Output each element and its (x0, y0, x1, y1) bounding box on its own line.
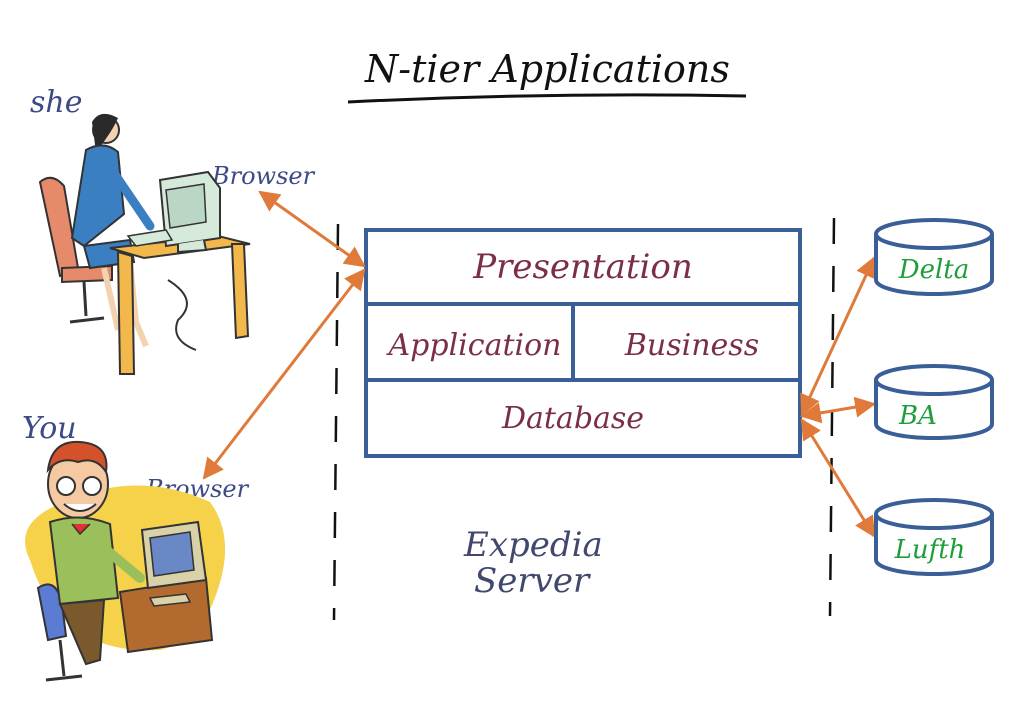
server-name-line2: Server (474, 561, 591, 601)
db-label-delta: Delta (898, 255, 970, 285)
arrow-you-browser-presentation (202, 268, 366, 480)
server-name-line1: Expedia (463, 525, 603, 565)
woman-at-computer-illustration (38, 113, 251, 375)
browser-label-she: Browser (211, 162, 316, 190)
arrow-database-delta (800, 256, 876, 416)
business-layer-label: Business (624, 328, 759, 363)
server-boundary-right (828, 217, 836, 617)
man-at-computer-illustration (25, 440, 226, 682)
user-label-you: You (22, 411, 77, 446)
db-cylinder-delta: Delta (874, 218, 994, 296)
db-label-ba: BA (898, 401, 937, 431)
user-label-she: she (30, 85, 82, 120)
tier-stack: Presentation Application Business Databa… (364, 228, 802, 458)
application-layer-label: Application (386, 328, 562, 363)
tier-stack-outline (364, 228, 802, 458)
presentation-layer-label: Presentation (472, 247, 693, 287)
arrow-database-lufth (800, 418, 876, 538)
arrow-she-browser-presentation (258, 190, 366, 268)
db-cylinder-ba: BA (874, 364, 994, 440)
arrow-database-ba (799, 396, 877, 424)
title-underline (347, 93, 747, 104)
db-label-lufth: Lufth (894, 535, 966, 565)
database-layer-label: Database (501, 401, 644, 436)
diagram-title: N-tier Applications (364, 47, 730, 91)
db-cylinder-lufth: Lufth (874, 498, 994, 576)
server-boundary-left (332, 223, 340, 621)
